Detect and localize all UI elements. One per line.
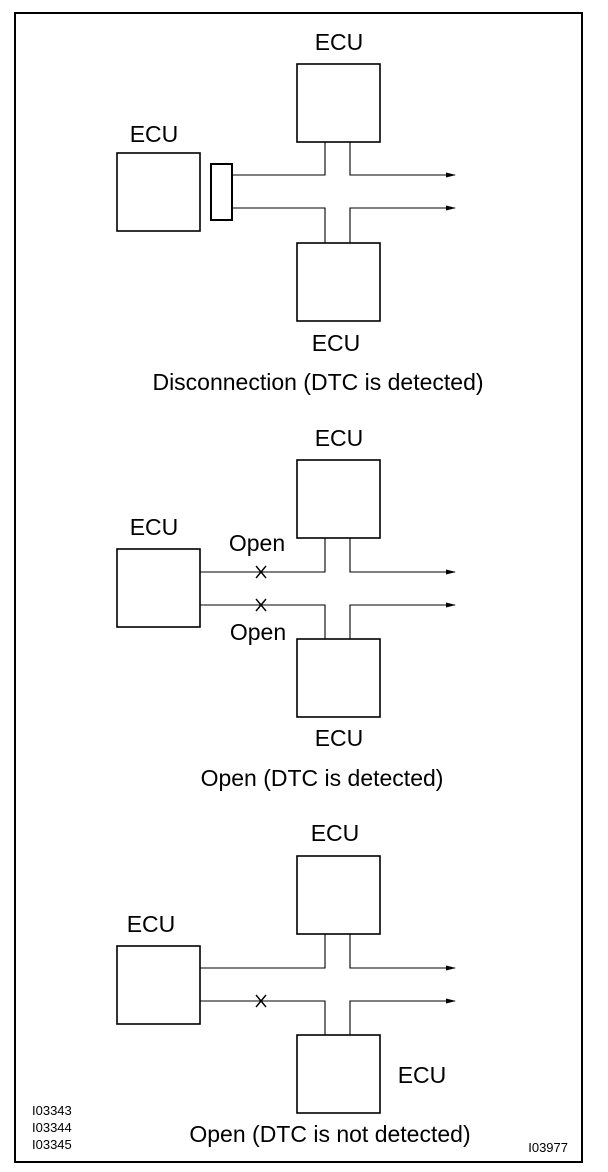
ecu-top-box bbox=[296, 855, 381, 935]
panel-caption: Open (DTC is not detected) bbox=[189, 1121, 470, 1147]
ecu-left-label: ECU bbox=[127, 911, 176, 937]
bus-wire bbox=[200, 1000, 326, 1035]
open-circuit-x-icon bbox=[255, 994, 267, 1008]
bus-wire-arrow-right-icon bbox=[349, 205, 456, 243]
panel-caption: Disconnection (DTC is detected) bbox=[152, 369, 483, 395]
ecu-bottom-label: ECU bbox=[398, 1062, 447, 1088]
bus-wire-arrow-right-icon bbox=[349, 142, 456, 178]
ecu-top-label: ECU bbox=[315, 425, 364, 451]
ecu-left-box bbox=[116, 152, 201, 232]
panel-open-not-detected: ECU ECU ECU Open (DTC is not detected) bbox=[116, 820, 471, 1147]
ecu-left-box bbox=[116, 548, 201, 628]
reference-code: I03344 bbox=[32, 1120, 72, 1135]
bus-wire-arrow-right-icon bbox=[349, 538, 456, 575]
bus-wire-arrow-right-icon bbox=[349, 998, 456, 1035]
figure-frame bbox=[14, 12, 583, 1163]
ecu-top-box bbox=[296, 459, 381, 539]
ecu-bottom-box bbox=[296, 638, 381, 718]
bus-wire bbox=[200, 934, 326, 969]
bus-wire bbox=[232, 207, 326, 243]
ecu-left-label: ECU bbox=[130, 121, 179, 147]
ecu-bottom-box bbox=[296, 1034, 381, 1114]
ecu-left-box bbox=[116, 945, 201, 1025]
reference-code: I03345 bbox=[32, 1137, 72, 1152]
reference-code: I03343 bbox=[32, 1103, 72, 1118]
connector-icon bbox=[210, 163, 233, 221]
open-label-top: Open bbox=[229, 530, 285, 556]
ecu-bottom-label: ECU bbox=[315, 725, 364, 751]
bus-wire bbox=[200, 538, 326, 573]
ecu-bottom-label: ECU bbox=[312, 330, 361, 356]
panel-disconnection: ECU ECU ECU Disconnection (DTC is detect… bbox=[116, 29, 484, 395]
panel-caption: Open (DTC is detected) bbox=[201, 765, 444, 791]
ecu-top-label: ECU bbox=[315, 29, 364, 55]
ecu-left-label: ECU bbox=[130, 514, 179, 540]
ecu-top-label: ECU bbox=[311, 820, 360, 846]
open-label-bottom: Open bbox=[230, 619, 286, 645]
open-circuit-x-icon bbox=[255, 598, 267, 612]
open-circuit-x-icon bbox=[255, 565, 267, 579]
bus-wire bbox=[200, 604, 326, 639]
bus-wire bbox=[232, 142, 326, 176]
figure-id: I03977 bbox=[528, 1140, 568, 1155]
bus-wire-arrow-right-icon bbox=[349, 602, 456, 639]
bus-wire-arrow-right-icon bbox=[349, 934, 456, 971]
ecu-top-box bbox=[296, 63, 381, 143]
ecu-bottom-box bbox=[296, 242, 381, 322]
panel-open-detected: ECU ECU Open Open ECU Open (DTC is detec… bbox=[116, 425, 456, 791]
